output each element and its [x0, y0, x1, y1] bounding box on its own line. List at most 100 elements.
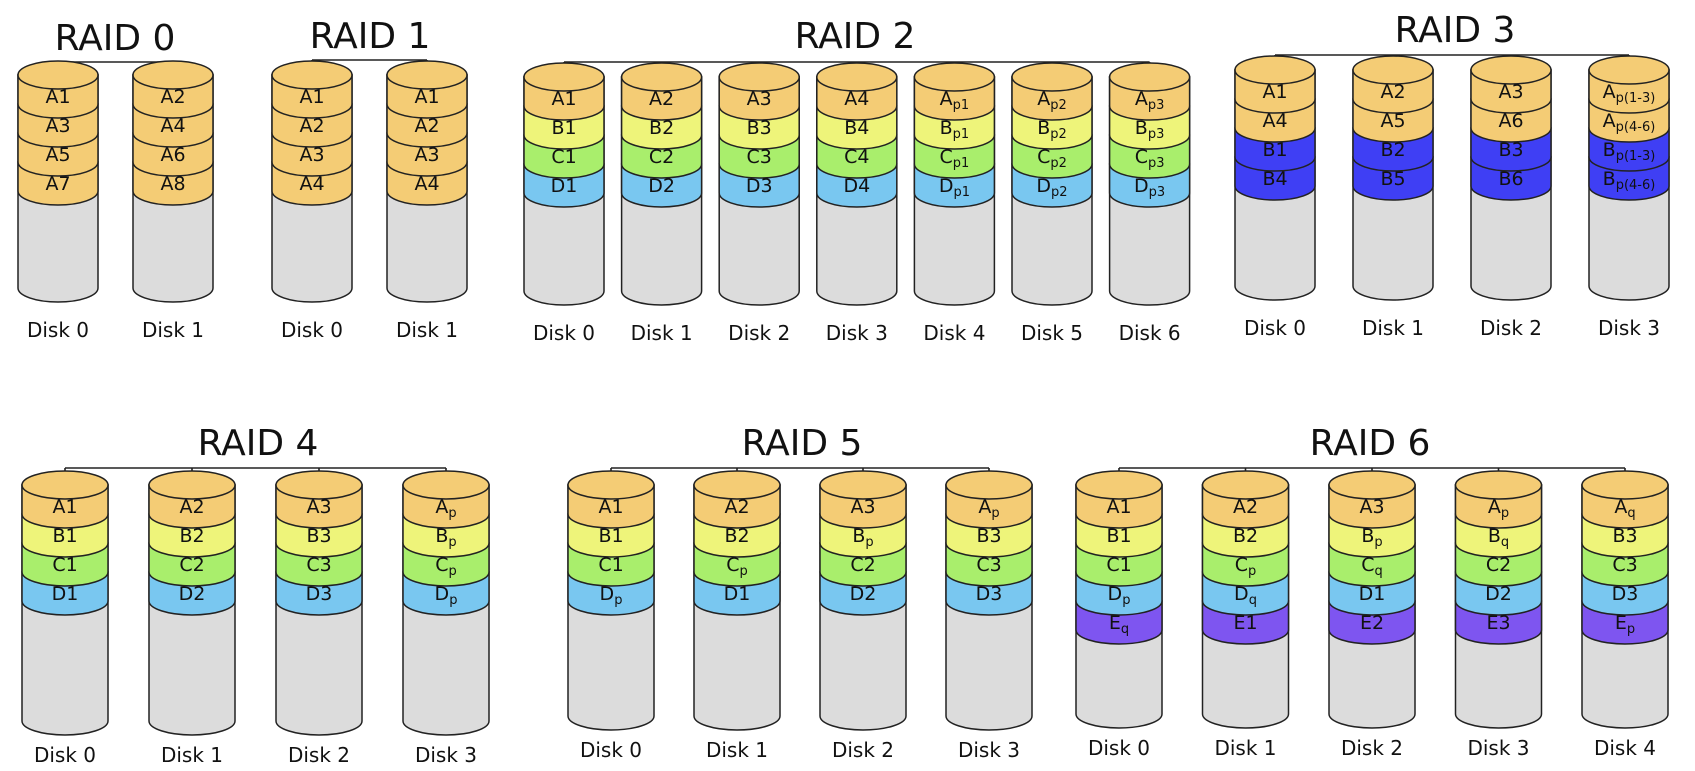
block-label: B1	[598, 525, 623, 547]
disk-top	[148, 470, 236, 500]
disk-top	[1108, 62, 1191, 92]
block-label: D2	[648, 175, 675, 197]
disk-top	[17, 60, 99, 90]
block-label: A2	[1233, 496, 1258, 518]
block-label: Bp	[1361, 525, 1382, 550]
block-label: Cq	[1361, 554, 1383, 579]
block-label: A4	[414, 173, 439, 195]
block-label: A4	[299, 173, 324, 195]
block-label: Dp3	[1134, 175, 1165, 200]
disk-top	[1470, 55, 1552, 85]
disk-top	[21, 470, 109, 500]
block-label: D3	[746, 175, 773, 197]
disk-top	[1011, 62, 1093, 92]
block-label: B3	[1498, 139, 1523, 161]
disk-label: Disk 1	[706, 738, 768, 762]
disk-label: Disk 0	[580, 738, 642, 762]
disk-top	[567, 470, 655, 500]
disk-top	[1075, 470, 1163, 500]
disk-cylinder: Ap(1-3)Ap(4-6)Bp(1-3)Bp(4-6)Disk 3	[1588, 55, 1670, 340]
block-label: C3	[976, 554, 1001, 576]
block-label: C1	[598, 554, 623, 576]
block-label: A1	[598, 496, 623, 518]
block-label: A1	[299, 86, 324, 108]
disk-top	[693, 470, 781, 500]
block-label: Bp2	[1037, 117, 1067, 142]
block-label: Bp	[852, 525, 873, 550]
disk-label: Disk 0	[1088, 736, 1150, 760]
disk-top	[913, 62, 996, 92]
block-label: Cp3	[1135, 146, 1165, 171]
block-label: C3	[1612, 554, 1637, 576]
disk-label: Disk 3	[1467, 736, 1529, 760]
block-label: Cp	[726, 554, 748, 579]
block-label: B6	[1498, 168, 1523, 190]
disk-top	[275, 470, 363, 500]
block-label: Cp	[435, 554, 457, 579]
block-label: B4	[1262, 168, 1287, 190]
disk-top	[271, 60, 353, 90]
block-label: A2	[414, 115, 439, 137]
block-label: C3	[306, 554, 331, 576]
block-label: C2	[850, 554, 875, 576]
raid-title: RAID 3	[1395, 10, 1516, 51]
disk-label: Disk 1	[631, 321, 693, 345]
block-label: A3	[1359, 496, 1384, 518]
disk-label: Disk 1	[1362, 316, 1424, 340]
block-label: D2	[850, 583, 877, 605]
block-label: B2	[724, 525, 749, 547]
block-label: A6	[160, 144, 185, 166]
raid-title: RAID 4	[198, 423, 319, 464]
block-label: Cp2	[1037, 146, 1067, 171]
block-label: B2	[179, 525, 204, 547]
block-label: A3	[306, 496, 331, 518]
disk-label: Disk 3	[826, 321, 888, 345]
disk-label: Disk 0	[27, 318, 89, 342]
block-label: Bp1	[940, 117, 970, 142]
block-label: Aq	[1614, 496, 1635, 521]
block-label: D2	[1485, 583, 1512, 605]
block-label: B1	[1262, 139, 1287, 161]
block-label: Cp	[1235, 554, 1257, 579]
disk-label: Disk 0	[533, 321, 595, 345]
raid-title: RAID 6	[1310, 423, 1431, 464]
block-label: B1	[551, 117, 576, 139]
disk-top	[1588, 55, 1670, 85]
block-label: Bp3	[1135, 117, 1165, 142]
block-label: A2	[299, 115, 324, 137]
block-label: A3	[1498, 81, 1523, 103]
block-label: A6	[1498, 110, 1523, 132]
block-label: D4	[843, 175, 870, 197]
disk-label: Disk 2	[1341, 736, 1403, 760]
block-label: A2	[160, 86, 185, 108]
block-label: C1	[52, 554, 77, 576]
block-label: B3	[976, 525, 1001, 547]
disk-top	[132, 60, 214, 90]
disk-label: Disk 2	[1480, 316, 1542, 340]
block-label: C2	[1486, 554, 1511, 576]
block-label: B1	[52, 525, 77, 547]
disk-label: Disk 3	[1598, 316, 1660, 340]
disk-top	[819, 470, 907, 500]
disk-label: Disk 4	[923, 321, 985, 345]
